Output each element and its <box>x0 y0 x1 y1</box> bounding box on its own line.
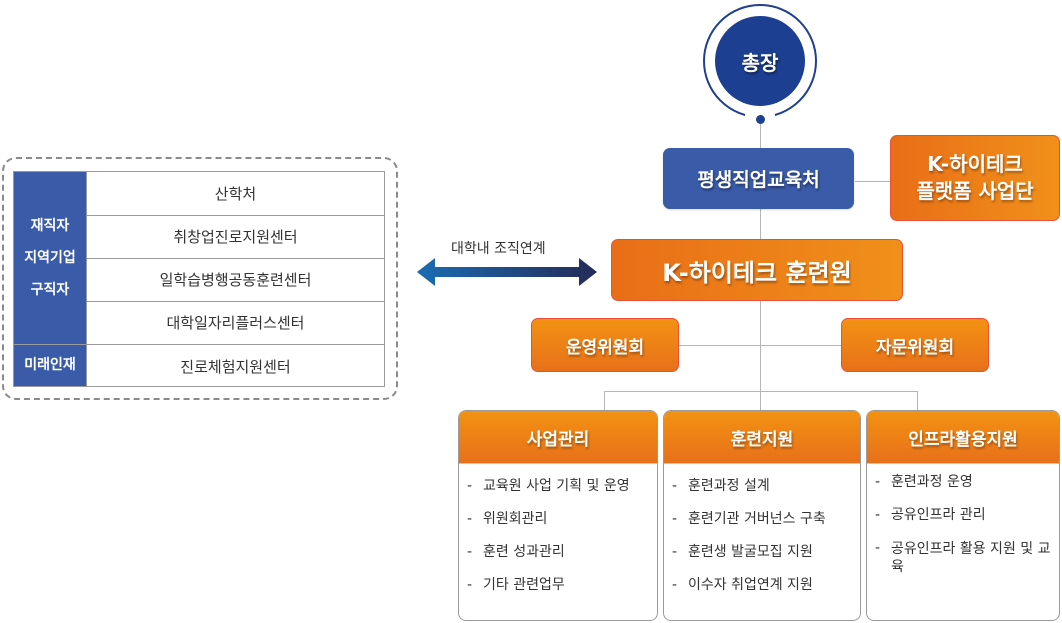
connector-departments-bar <box>604 391 918 392</box>
department-infrastructure[interactable]: 인프라활용지원 -훈련과정 운영 -공유인프라 관리 -공유인프라 활용 지원 … <box>866 410 1060 621</box>
dash: - <box>875 507 881 523</box>
unit-name: 취창업진로지원센터 <box>173 228 298 246</box>
target-label: 구직자 <box>30 282 70 298</box>
row-divider <box>86 215 384 216</box>
dash: - <box>672 478 678 494</box>
connector-dept-left <box>604 391 605 410</box>
platform-group-node[interactable]: K-하이테크 플랫폼 사업단 <box>890 135 1060 221</box>
dash: - <box>672 511 678 527</box>
table-row[interactable]: 대학일자리플러스센터 <box>86 301 384 344</box>
item-text: 교육원 사업 기획 및 운영 <box>483 478 630 494</box>
item-text: 위원회관리 <box>483 511 548 527</box>
item-text: 훈련 성과관리 <box>483 544 565 560</box>
unit-name: 산학처 <box>214 185 257 203</box>
target-label: 지역기업 <box>24 250 76 266</box>
list-item: -위원회관리 <box>467 511 657 527</box>
connector-committees <box>678 345 842 346</box>
parent-office-node[interactable]: 평생직업교육처 <box>663 148 854 209</box>
list-item: -기타 관련업무 <box>467 577 657 593</box>
list-item: -훈련 성과관리 <box>467 544 657 560</box>
list-item: -교육원 사업 기획 및 운영 <box>467 478 657 494</box>
dash: - <box>467 511 473 527</box>
item-text: 기타 관련업무 <box>483 577 565 593</box>
target-group-future: 미래인재 <box>14 344 86 386</box>
double-arrow-icon <box>417 258 597 286</box>
connector-president-office <box>760 124 761 148</box>
platform-group-line2: 플랫폼 사업단 <box>916 179 1034 203</box>
list-item: -공유인프라 활용 지원 및 교육 <box>875 540 1059 576</box>
department-title: 사업관리 <box>459 411 657 464</box>
platform-group-line1: K-하이테크 <box>927 152 1023 176</box>
target-label: 재직자 <box>30 218 70 234</box>
dash: - <box>467 544 473 560</box>
list-item: -공유인프라 관리 <box>875 507 1059 523</box>
linked-organizations-frame <box>2 157 398 400</box>
committee-operations[interactable]: 운영위원회 <box>531 318 679 372</box>
target-column <box>14 172 86 386</box>
row-divider <box>86 258 384 259</box>
connector-institute-trunk <box>760 300 761 410</box>
unit-name: 진로체험지원센터 <box>180 357 291 376</box>
department-title: 훈련지원 <box>664 411 860 464</box>
dash: - <box>875 474 881 490</box>
president-node[interactable]: 총장 <box>715 16 805 106</box>
president-label: 총장 <box>741 50 779 75</box>
dash: - <box>672 577 678 593</box>
unit-name: 일학습병행공동훈련센터 <box>159 271 312 289</box>
item-text: 훈련과정 운영 <box>891 474 973 490</box>
group-divider <box>14 344 384 345</box>
table-row[interactable]: 취창업진로지원센터 <box>86 215 384 258</box>
institute-node[interactable]: K-하이테크 훈련원 <box>611 239 903 301</box>
table-row[interactable]: 진로체험지원센터 <box>86 345 384 387</box>
dash: - <box>875 540 881 556</box>
item-text: 훈련과정 설계 <box>688 478 770 494</box>
item-text: 이수자 취업연계 지원 <box>688 577 813 593</box>
item-text: 공유인프라 관리 <box>891 507 986 523</box>
link-label: 대학내 조직연계 <box>451 241 546 257</box>
linked-organizations-table: 재직자 지역기업 구직자 미래인재 산학처 취창업진로지원센터 일학습병행공동훈… <box>13 171 385 387</box>
department-title: 인프라활용지원 <box>867 411 1059 464</box>
list-item: -훈련기관 거버넌스 구축 <box>672 511 860 527</box>
connector-office-platform <box>855 181 891 182</box>
item-text: 훈련기관 거버넌스 구축 <box>688 511 826 527</box>
list-item: -이수자 취업연계 지원 <box>672 577 860 593</box>
president-dot <box>756 115 765 124</box>
committee-operations-label: 운영위원회 <box>565 337 645 358</box>
department-training-support[interactable]: 훈련지원 -훈련과정 설계 -훈련기관 거버넌스 구축 -훈련생 발굴모집 지원… <box>663 410 861 621</box>
row-divider <box>86 301 384 302</box>
connector-dept-right <box>917 391 918 410</box>
connector-office-institute <box>760 208 761 240</box>
dash: - <box>467 478 473 494</box>
committee-advisory[interactable]: 자문위원회 <box>841 318 989 372</box>
table-row[interactable]: 일학습병행공동훈련센터 <box>86 258 384 301</box>
dash: - <box>467 577 473 593</box>
list-item: -훈련생 발굴모집 지원 <box>672 544 860 560</box>
list-item: -훈련과정 운영 <box>875 474 1059 490</box>
target-label: 미래인재 <box>24 357 76 373</box>
dash: - <box>672 544 678 560</box>
committee-advisory-label: 자문위원회 <box>875 337 955 358</box>
item-text: 훈련생 발굴모집 지원 <box>688 544 813 560</box>
target-group-workers: 재직자 지역기업 구직자 <box>14 172 86 344</box>
institute-label: K-하이테크 훈련원 <box>662 258 852 287</box>
department-business-management[interactable]: 사업관리 -교육원 사업 기획 및 운영 -위원회관리 -훈련 성과관리 -기타… <box>458 410 658 621</box>
item-text: 공유인프라 활용 지원 및 교육 <box>891 541 1051 575</box>
table-row[interactable]: 산학처 <box>86 172 384 215</box>
parent-office-label: 평생직업교육처 <box>697 169 820 191</box>
unit-name: 대학일자리플러스센터 <box>166 314 305 332</box>
list-item: -훈련과정 설계 <box>672 478 860 494</box>
